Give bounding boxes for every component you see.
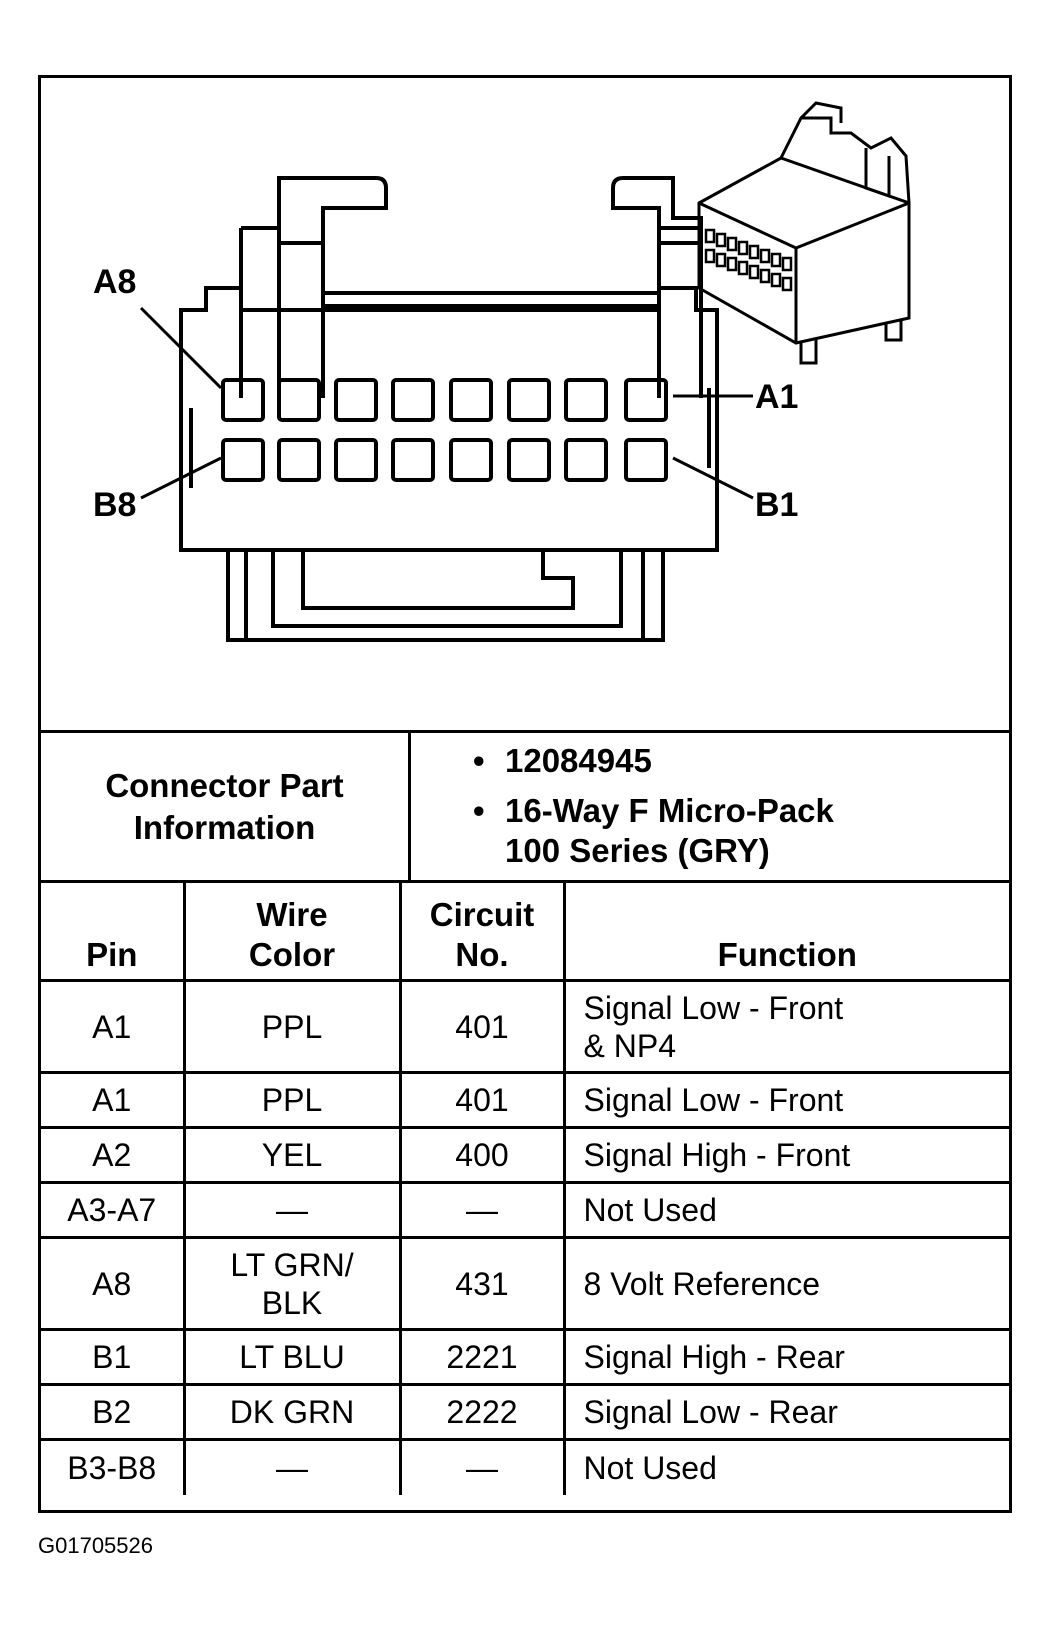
pin-cavity-3d — [759, 248, 771, 264]
circuit-cell: 431 — [398, 1236, 566, 1331]
table-row: A3-A7——Not Used — [41, 1181, 1009, 1239]
wire-color-cell: PPL — [182, 1071, 402, 1129]
function-cell: Signal Low - Front — [562, 1071, 1009, 1129]
wire-color-cell: — — [182, 1438, 402, 1495]
header-pin: Pin — [41, 880, 186, 982]
table-row: B3-B8——Not Used — [41, 1438, 1009, 1495]
connector-3d-view — [697, 101, 911, 365]
circuit-cell: 401 — [398, 1071, 566, 1129]
pin-cavity — [334, 438, 378, 482]
pin-cavity-3d — [748, 244, 760, 260]
pin-cavity-3d — [759, 268, 771, 284]
pin-cavity-3d — [770, 272, 782, 288]
pin-cavity — [334, 378, 378, 422]
pin-cavity-3d — [704, 228, 716, 244]
pin-cavity-3d — [737, 240, 749, 256]
pin-cavity-3d — [781, 256, 793, 272]
circuit-cell: — — [398, 1438, 566, 1495]
pin-cavity-3d — [770, 252, 782, 268]
connector-part-info: Connector Part Information 12084945 16-W… — [41, 730, 1009, 880]
pin-cavity — [221, 438, 265, 482]
function-cell: 8 Volt Reference — [562, 1236, 1009, 1331]
pin-cavity-3d — [726, 236, 738, 252]
right-latch — [611, 176, 703, 398]
figure-code: G01705526 — [38, 1533, 153, 1558]
connector-skirt — [226, 550, 665, 642]
pin-cell: B1 — [41, 1328, 186, 1386]
pin-cavity-3d — [781, 276, 793, 292]
connector-body — [179, 286, 719, 552]
pin-cavity — [564, 438, 608, 482]
pin-cavity-3d — [715, 232, 727, 248]
header-wire-color: Wire Color — [182, 880, 402, 982]
info-list: 12084945 16-Way F Micro-Pack 100 Series … — [411, 733, 1009, 880]
circuit-cell: — — [398, 1181, 566, 1239]
wire-color-cell: YEL — [182, 1126, 402, 1184]
pin-cavity — [449, 378, 493, 422]
circuit-cell: 2222 — [398, 1383, 566, 1441]
label-b1: B1 — [755, 486, 798, 524]
function-cell: Signal High - Rear — [562, 1328, 1009, 1386]
table-header: Pin Wire Color Circuit No. Function — [41, 880, 1009, 982]
header-circuit-no: Circuit No. — [398, 880, 566, 982]
pin-cavity — [564, 378, 608, 422]
label-a8: A8 — [93, 263, 136, 301]
connector-description: 16-Way F Micro-Pack 100 Series (GRY) — [411, 791, 1009, 871]
pin-cavity — [277, 378, 321, 422]
pin-cavity — [391, 438, 435, 482]
circuit-cell: 2221 — [398, 1328, 566, 1386]
function-cell: Signal Low - Front & NP4 — [562, 979, 1009, 1074]
pin-cavity-3d — [715, 252, 727, 268]
pin-cavity — [507, 378, 551, 422]
left-latch — [277, 176, 388, 398]
pin-cavity — [624, 378, 668, 422]
pin-cavity — [449, 438, 493, 482]
wire-color-cell: LT GRN/ BLK — [182, 1236, 402, 1331]
part-number: 12084945 — [411, 741, 1009, 781]
connector-diagram: A8 B8 A1 B1 — [93, 101, 911, 642]
pin-cavity — [624, 438, 668, 482]
pin-cavity — [221, 378, 265, 422]
pin-cavity-3d — [704, 248, 716, 264]
pin-cell: A1 — [41, 1071, 186, 1129]
pin-cell: A3-A7 — [41, 1181, 186, 1239]
pin-cavity — [507, 438, 551, 482]
function-cell: Signal High - Front — [562, 1126, 1009, 1184]
figure-frame: A8 B8 A1 B1 Connector Part Information 1… — [38, 75, 1012, 1513]
wire-color-cell: PPL — [182, 979, 402, 1074]
info-label: Connector Part Information — [41, 733, 411, 880]
pin-cell: B3-B8 — [41, 1438, 186, 1495]
wire-color-cell: LT BLU — [182, 1328, 402, 1386]
function-cell: Not Used — [562, 1438, 1009, 1495]
wire-color-cell: — — [182, 1181, 402, 1239]
pin-cavity — [391, 378, 435, 422]
pin-cell: A1 — [41, 979, 186, 1074]
function-cell: Not Used — [562, 1181, 1009, 1239]
label-a1: A1 — [755, 378, 798, 416]
pin-cell: A2 — [41, 1126, 186, 1184]
pin-cell: A8 — [41, 1236, 186, 1331]
pin-cavity-3d — [726, 256, 738, 272]
wire-color-cell: DK GRN — [182, 1383, 402, 1441]
pin-cell: B2 — [41, 1383, 186, 1441]
header-function: Function — [562, 880, 1009, 982]
circuit-cell: 400 — [398, 1126, 566, 1184]
pin-cavity-3d — [748, 264, 760, 280]
pin-cavity — [277, 438, 321, 482]
label-b8: B8 — [93, 486, 136, 524]
circuit-cell: 401 — [398, 979, 566, 1074]
function-cell: Signal Low - Rear — [562, 1383, 1009, 1441]
pin-cavity-3d — [737, 260, 749, 276]
